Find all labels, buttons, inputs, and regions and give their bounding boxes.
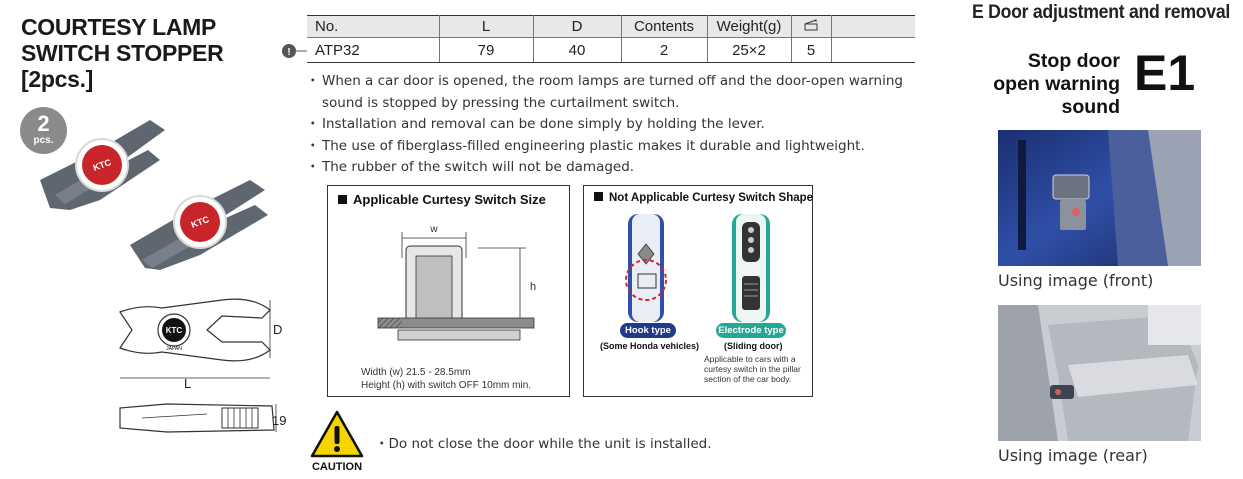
cell-package: 5 <box>790 37 832 63</box>
hook-type-sub: (Some Honda vehicles) <box>600 341 700 351</box>
list-item: sound is stopped by pressing the curtail… <box>322 94 680 111</box>
dimension-thickness-label: 19 <box>272 413 287 428</box>
header-d: D <box>532 15 622 38</box>
header-contents: Contents <box>620 15 708 38</box>
quantity-badge: 2 pcs. <box>20 107 67 154</box>
electrode-type-sub: (Sliding door) <box>724 341 783 351</box>
not-applicable-box-title: Not Applicable Curtesy Switch Shape <box>594 192 813 204</box>
cell-weight: 25×2 <box>706 37 792 63</box>
list-item: Installation and removal can be done sim… <box>306 114 910 136</box>
tool-back: KTC <box>40 120 165 210</box>
not-applicable-switch-box: Not Applicable Curtesy Switch Shape Hook… <box>583 185 813 397</box>
header-blank <box>830 15 915 38</box>
caution-text: ・Do not close the door while the unit is… <box>375 436 712 452</box>
section-title: E Door adjustment and removal <box>972 2 1231 23</box>
feature-list: When a car door is opened, the room lamp… <box>306 71 910 179</box>
product-title: COURTESY LAMP SWITCH STOPPER [2pcs.] <box>21 14 271 92</box>
applicable-box-title: Applicable Curtesy Switch Size <box>338 192 546 207</box>
electrode-type-pill: Electrode type <box>716 323 786 338</box>
caution-icon: CAUTION <box>310 410 364 472</box>
dimension-l-label: L <box>184 376 192 391</box>
label-w: w <box>429 224 438 235</box>
cell-contents: 2 <box>620 37 708 63</box>
note-height: Height (h) with switch OFF 10mm min. <box>361 379 532 391</box>
cell-l: 79 <box>438 37 534 63</box>
applicable-switch-box: Applicable Curtesy Switch Size w h Width… <box>327 185 570 397</box>
section-subtitle: Stop door open warning sound <box>985 50 1120 119</box>
header-package-icon <box>790 15 832 38</box>
header-l: L <box>438 15 534 38</box>
hook-switch-illustration <box>625 214 667 322</box>
table-row: ATP32 79 40 2 25×2 5 <box>307 37 915 63</box>
electrode-note-line: curtesy switch in the pillar <box>704 364 801 374</box>
package-icon <box>804 19 818 31</box>
spec-table: No. L D Contents Weight(g) ATP32 79 40 2… <box>307 15 915 63</box>
header-weight: Weight(g) <box>706 15 792 38</box>
drawing-logo: KTC <box>166 326 183 335</box>
cell-blank <box>830 37 915 63</box>
electrode-switch-illustration <box>732 214 770 322</box>
applicable-note: Width (w) 21.5 - 28.5mm Height (h) with … <box>361 367 531 392</box>
usage-photo-rear <box>998 305 1201 441</box>
section-code: E1 <box>1134 45 1196 101</box>
list-item: The rubber of the switch will not be dam… <box>306 157 910 179</box>
spec-table-header-row: No. L D Contents Weight(g) <box>307 15 915 38</box>
switch-size-diagram: w h <box>377 224 536 341</box>
hook-type-pill: Hook type <box>620 323 676 338</box>
subtitle-line: open warning <box>993 73 1120 95</box>
caption-rear: Using image (rear) <box>998 446 1148 465</box>
product-title-line: [2pcs.] <box>21 66 94 92</box>
label-h: h <box>530 281 536 293</box>
quantity-number: 2 <box>37 111 50 136</box>
note-width: Width (w) 21.5 - 28.5mm <box>361 367 471 378</box>
electrode-note-line: section of the car body. <box>704 374 792 384</box>
svg-text:!: ! <box>287 47 290 58</box>
applicable-box-title-text: Applicable Curtesy Switch Size <box>353 192 546 207</box>
subtitle-line: sound <box>1061 96 1121 118</box>
list-item: When a car door is opened, the room lamp… <box>306 71 910 93</box>
caution-label: CAUTION <box>312 461 362 472</box>
drawing-logo-sub: JAPAN <box>166 346 182 352</box>
usage-photo-front <box>998 130 1201 266</box>
product-title-line: SWITCH STOPPER <box>21 40 224 66</box>
cell-d: 40 <box>532 37 622 63</box>
electrode-note: Applicable to cars with a curtesy switch… <box>704 354 801 384</box>
subtitle-line: Stop door <box>1027 50 1120 72</box>
not-applicable-box-title-text: Not Applicable Curtesy Switch Shape <box>609 192 814 204</box>
quantity-unit: pcs. <box>33 135 54 146</box>
product-title-line: COURTESY LAMP <box>21 14 217 40</box>
header-no: No. <box>307 15 440 38</box>
cell-model: ATP32 <box>307 37 440 63</box>
dimension-d-label: D <box>273 322 283 337</box>
tool-front: KTC <box>130 180 268 270</box>
caption-front: Using image (front) <box>998 271 1154 290</box>
product-photo: KTC KTC <box>40 120 268 270</box>
electrode-note-line: Applicable to cars with a <box>704 354 796 364</box>
model-marker-icon: ! <box>282 44 307 58</box>
list-item: The use of fiberglass-filled engineering… <box>306 136 910 158</box>
technical-drawing: KTC JAPAN <box>119 298 277 433</box>
